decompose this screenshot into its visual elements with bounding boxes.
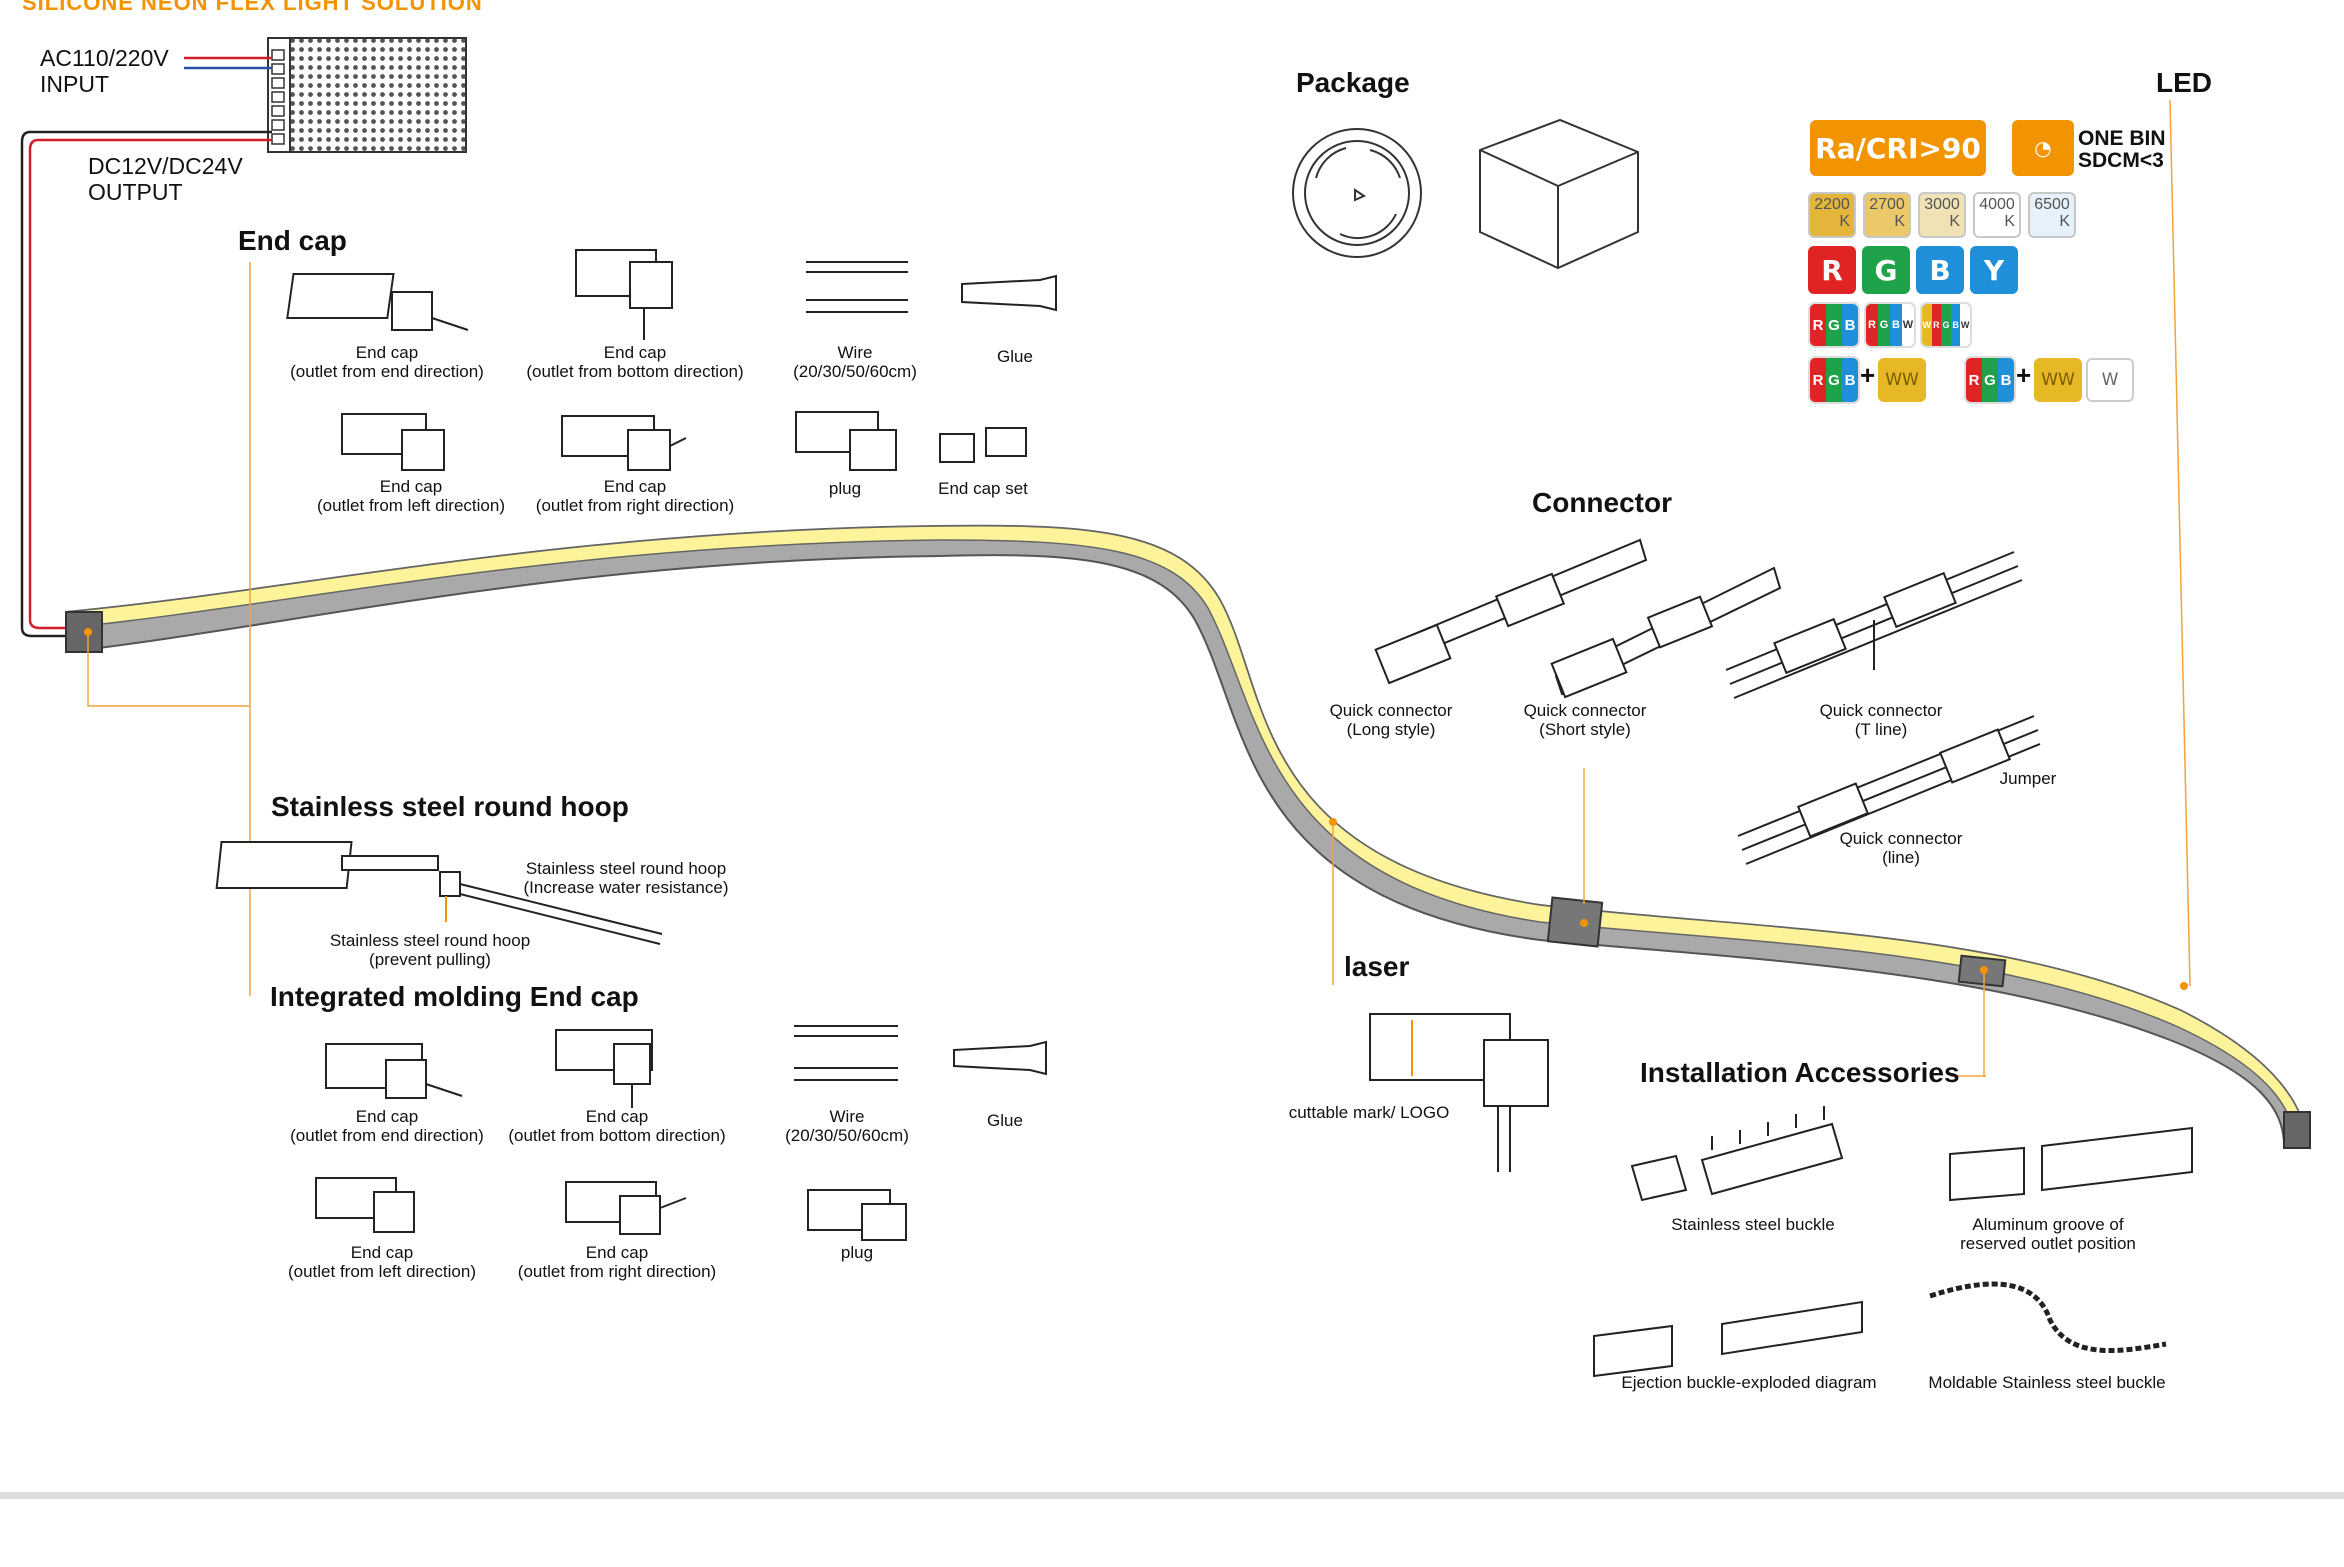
input-label: INPUT [40, 71, 109, 97]
caption-int-wire: Wire(20/30/50/60cm) [785, 1107, 909, 1145]
heading-integrated: Integrated molding End cap [270, 981, 639, 1012]
caption-glue: Glue [997, 347, 1033, 366]
caption-int-end: End cap(outlet from end direction) [290, 1107, 484, 1145]
caption-connector-line: Quick connector(line) [1839, 829, 1963, 867]
caption-plug: plug [828, 479, 862, 498]
combo-a-ww: WW [1878, 358, 1926, 402]
output-cable [20, 130, 272, 638]
heading-led: LED [2156, 67, 2212, 98]
hoop-illustration [215, 841, 663, 945]
connector-illustrations [1374, 538, 2041, 865]
color-badge-b: B [1916, 246, 1964, 294]
caption-connector-tline: Quick connector(T line) [1819, 701, 1943, 739]
leader-dots [84, 628, 2188, 990]
combo-b-w: W [2086, 358, 2134, 402]
caption-int-left: End cap(outlet from left direction) [287, 1243, 476, 1281]
caption-moldable-buckle: Moldable Stainless steel buckle [1928, 1373, 2166, 1392]
installation-illustrations [1593, 1106, 2193, 1378]
caption-laser: cuttable mark/ LOGO [1288, 1103, 1450, 1122]
heading-installation: Installation Accessories [1640, 1057, 1960, 1088]
page-title: SILICONE NEON FLEX LIGHT SOLUTION [22, 0, 483, 15]
caption-end-cap-left: End cap(outlet from left direction) [316, 477, 505, 515]
combo-b-ww: WW [2034, 358, 2082, 402]
bin-icon: ◔ [2012, 120, 2074, 176]
color-badge-y: Y [1970, 246, 2018, 294]
caption-end-cap-set: End cap set [938, 479, 1028, 498]
caption-end-cap-right: End cap(outlet from right direction) [535, 477, 735, 515]
caption-int-right: End cap(outlet from right direction) [517, 1243, 717, 1281]
heading-connector: Connector [1532, 487, 1672, 518]
caption-wire: Wire(20/30/50/60cm) [793, 343, 917, 381]
caption-int-glue: Glue [987, 1111, 1023, 1130]
caption-end-cap-bottom: End cap(outlet from bottom direction) [526, 343, 744, 381]
heading-laser: laser [1344, 951, 1410, 982]
end-cap-illustrations [286, 249, 1057, 471]
caption-jumper: Jumper [1999, 769, 2057, 788]
color-badge-g: G [1862, 246, 1910, 294]
caption-int-plug: plug [840, 1243, 874, 1262]
input-voltage-label: AC110/220V [40, 45, 169, 71]
output-voltage-label: DC12V/DC24V [88, 153, 243, 179]
caption-connector-short: Quick connector(Short style) [1523, 701, 1647, 739]
caption-hoop-water: Stainless steel round hoop(Increase wate… [523, 859, 729, 897]
caption-ejection-buckle: Ejection buckle-exploded diagram [1621, 1373, 1877, 1392]
heading-package: Package [1296, 67, 1410, 98]
integrated-end-cap-illustrations [315, 1025, 1047, 1241]
combo-b-plus: + [2016, 360, 2032, 390]
page-divider [0, 1492, 2344, 1499]
caption-connector-long: Quick connector(Long style) [1329, 701, 1453, 739]
caption-steel-buckle: Stainless steel buckle [1671, 1215, 1835, 1234]
package-illustration [1292, 118, 1639, 270]
heading-end-cap: End cap [238, 225, 347, 256]
heading-hoop: Stainless steel round hoop [271, 791, 629, 822]
cri-badge: Ra/CRI>90 [1810, 120, 1986, 176]
power-supply-illustration [184, 37, 467, 153]
combo-a-plus: + [1860, 360, 1876, 390]
laser-illustration [1369, 1013, 1549, 1172]
output-label: OUTPUT [88, 179, 183, 205]
caption-end-cap-end: End cap(outlet from end direction) [290, 343, 484, 381]
color-badge-r: R [1808, 246, 1856, 294]
neon-strip [65, 524, 2311, 1149]
caption-hoop-pull: Stainless steel round hoop(prevent pulli… [329, 931, 531, 969]
caption-int-bottom: End cap(outlet from bottom direction) [508, 1107, 726, 1145]
